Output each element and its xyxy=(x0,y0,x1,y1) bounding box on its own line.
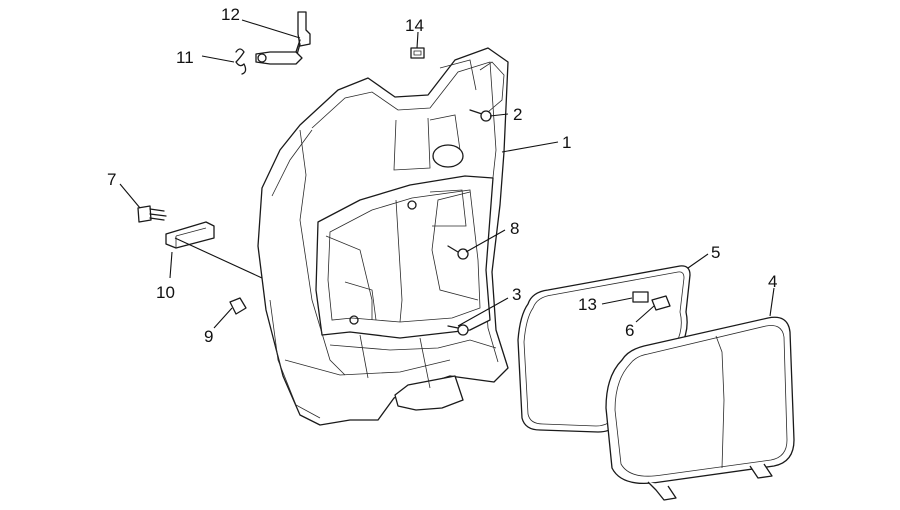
part-2-screw xyxy=(469,109,492,122)
callout-9: 9 xyxy=(204,327,213,346)
part-9-nut xyxy=(229,297,247,315)
callout-12: 12 xyxy=(221,5,240,24)
callout-14: 14 xyxy=(405,16,424,35)
part-11-spring-latch xyxy=(235,39,303,75)
callout-2: 2 xyxy=(513,105,522,124)
callout-labels: 12 11 14 2 1 7 8 10 3 5 4 13 6 9 xyxy=(107,5,777,346)
callout-4: 4 xyxy=(768,272,777,291)
part-7-screw xyxy=(137,205,167,223)
callout-8: 8 xyxy=(510,219,519,238)
part-6-clip xyxy=(651,295,671,311)
callout-7: 7 xyxy=(107,170,116,189)
callout-10: 10 xyxy=(156,283,175,302)
callout-6: 6 xyxy=(625,321,634,340)
callout-13: 13 xyxy=(578,295,597,314)
callout-3: 3 xyxy=(512,285,521,304)
callout-5: 5 xyxy=(711,243,720,262)
part-13-clip xyxy=(632,291,649,303)
part-10-bracket xyxy=(165,221,215,249)
part-3-screw xyxy=(447,324,469,336)
part-14-clip xyxy=(410,47,425,59)
callout-1: 1 xyxy=(562,133,571,152)
part-1-leg-shield xyxy=(257,47,509,426)
part-4-outer-cover xyxy=(605,316,795,501)
callout-11: 11 xyxy=(176,48,194,67)
part-8-screw xyxy=(447,245,469,260)
leader-lines xyxy=(119,19,775,329)
